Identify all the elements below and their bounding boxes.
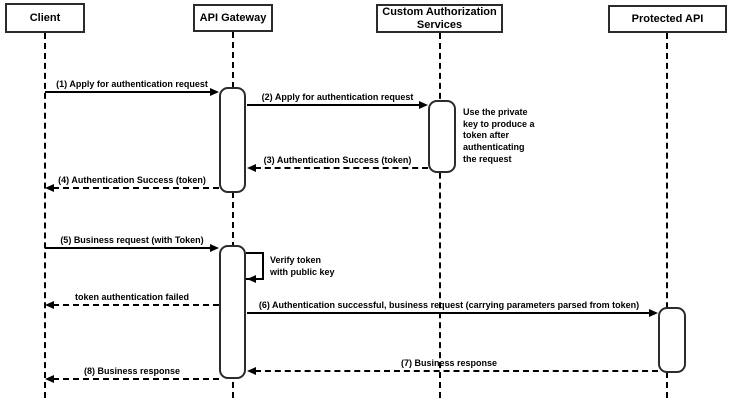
message-7-arrowhead-icon — [247, 367, 256, 375]
activation-protected-api — [658, 307, 686, 373]
note-private-key: Use the private key to produce a token a… — [463, 107, 535, 164]
participant-protected-api: Protected API — [608, 5, 727, 33]
lifeline-protected-api — [666, 33, 668, 398]
message-4-arrowhead-icon — [45, 184, 54, 192]
activation-custom-authorization-services — [428, 100, 456, 173]
message-8-label: (8) Business response — [83, 366, 181, 376]
message-3-label: (3) Authentication Success (token) — [263, 155, 412, 165]
self-message-verify-token-label: Verify token with public key — [270, 255, 335, 277]
participant-api-gateway-label: API Gateway — [199, 11, 267, 24]
participant-client-label: Client — [29, 11, 61, 24]
message-8-line — [53, 378, 219, 380]
message-4-line — [53, 187, 219, 189]
message-2-line — [247, 104, 421, 106]
activation-api-gateway-auth — [219, 87, 246, 193]
activation-api-gateway-business — [219, 245, 246, 379]
message-6-label: (6) Authentication successful, business … — [258, 300, 640, 310]
message-6-line — [247, 312, 651, 314]
lifeline-client — [44, 33, 46, 398]
self-message-verify-token-arrowhead-icon — [247, 275, 256, 283]
message-token-failed-line — [53, 304, 219, 306]
message-5-arrowhead-icon — [210, 244, 219, 252]
participant-protected-api-label: Protected API — [631, 12, 704, 25]
message-token-failed-label: token authentication failed — [74, 292, 189, 302]
message-5-label: (5) Business request (with Token) — [60, 235, 204, 245]
message-3-arrowhead-icon — [247, 164, 256, 172]
message-7-line — [255, 370, 658, 372]
participant-custom-authorization-services: Custom Authorization Services — [376, 4, 503, 33]
lifeline-api-gateway — [232, 32, 234, 398]
message-2-label: (2) Apply for authentication request — [261, 92, 414, 102]
message-7-label: (7) Business response — [400, 358, 498, 368]
participant-custom-authorization-services-label: Custom Authorization Services — [382, 5, 497, 31]
participant-client: Client — [5, 3, 85, 33]
message-3-line — [255, 167, 428, 169]
lifeline-custom-authorization-services — [439, 33, 441, 398]
message-1-arrowhead-icon — [210, 88, 219, 96]
participant-api-gateway: API Gateway — [193, 4, 273, 32]
message-6-arrowhead-icon — [649, 309, 658, 317]
message-8-arrowhead-icon — [45, 375, 54, 383]
message-token-failed-arrowhead-icon — [45, 301, 54, 309]
message-5-line — [45, 247, 211, 249]
message-1-line — [45, 91, 211, 93]
message-1-label: (1) Apply for authentication request — [56, 79, 208, 89]
message-4-label: (4) Authentication Success (token) — [58, 175, 206, 185]
message-2-arrowhead-icon — [419, 101, 428, 109]
